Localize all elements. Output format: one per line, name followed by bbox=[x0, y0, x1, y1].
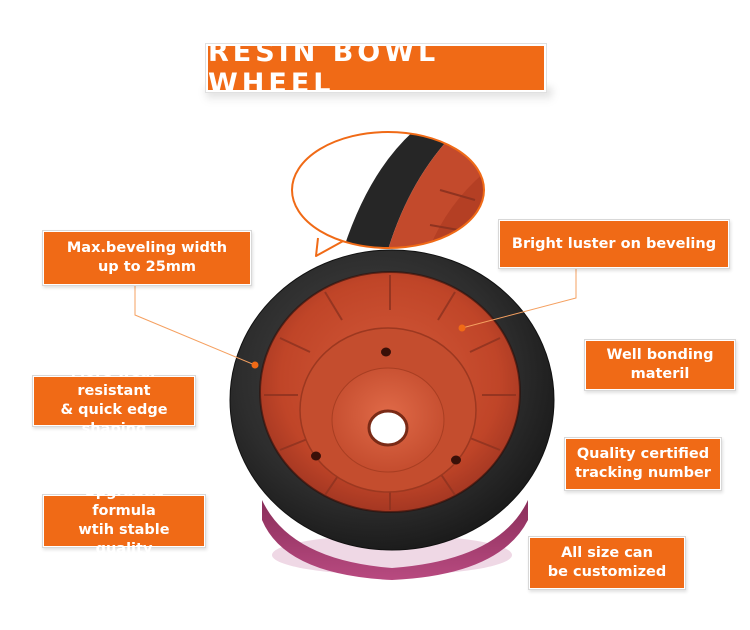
pointer-lines bbox=[134, 268, 577, 366]
feature-well-bonding: Well bonding materil bbox=[586, 341, 734, 389]
feature-wear-resistant: More wear resistant & quick edge shaping bbox=[34, 364, 194, 437]
feature-upgraded-formula-line2: wtih stable quality bbox=[78, 522, 170, 557]
feature-beveling-width-line1: Max.beveling width bbox=[66, 240, 228, 256]
wheel-center-hole bbox=[367, 409, 409, 447]
feature-bright-luster-line1: Bright luster on beveling bbox=[511, 235, 717, 252]
feature-all-size-line2: be customized bbox=[547, 564, 667, 580]
feature-beveling-width-line2: up to 25mm bbox=[97, 259, 197, 275]
page-title: RESIN BOWL WHEEL bbox=[205, 37, 547, 99]
pointer-dot-luster bbox=[458, 324, 466, 332]
wheel-ribs bbox=[264, 275, 516, 510]
feature-wear-resistant-line2: & quick edge shaping bbox=[60, 402, 168, 437]
wheel-base bbox=[262, 500, 528, 580]
zoom-callout bbox=[291, 131, 485, 257]
feature-well-bonding-line1: Well bonding bbox=[606, 347, 714, 363]
screw-holes bbox=[311, 347, 461, 465]
feature-bright-luster: Bright luster on beveling bbox=[500, 221, 728, 267]
feature-upgraded-formula-line1: Upgraded formula bbox=[83, 484, 165, 519]
feature-wear-resistant-line1: More wear resistant bbox=[70, 364, 158, 399]
feature-quality-certified-line1: Quality certified bbox=[576, 446, 710, 462]
feature-well-bonding-line2: materil bbox=[630, 366, 690, 382]
feature-beveling-width: Max.beveling width up to 25mm bbox=[44, 232, 250, 284]
feature-all-size: All size can be customized bbox=[530, 538, 684, 588]
pointer-dot-beveling bbox=[251, 361, 259, 369]
feature-upgraded-formula: Upgraded formula wtih stable quality bbox=[44, 484, 204, 557]
feature-quality-certified: Quality certified tracking number bbox=[566, 439, 720, 489]
feature-quality-certified-line2: tracking number bbox=[575, 465, 711, 481]
feature-all-size-line1: All size can bbox=[561, 545, 653, 561]
